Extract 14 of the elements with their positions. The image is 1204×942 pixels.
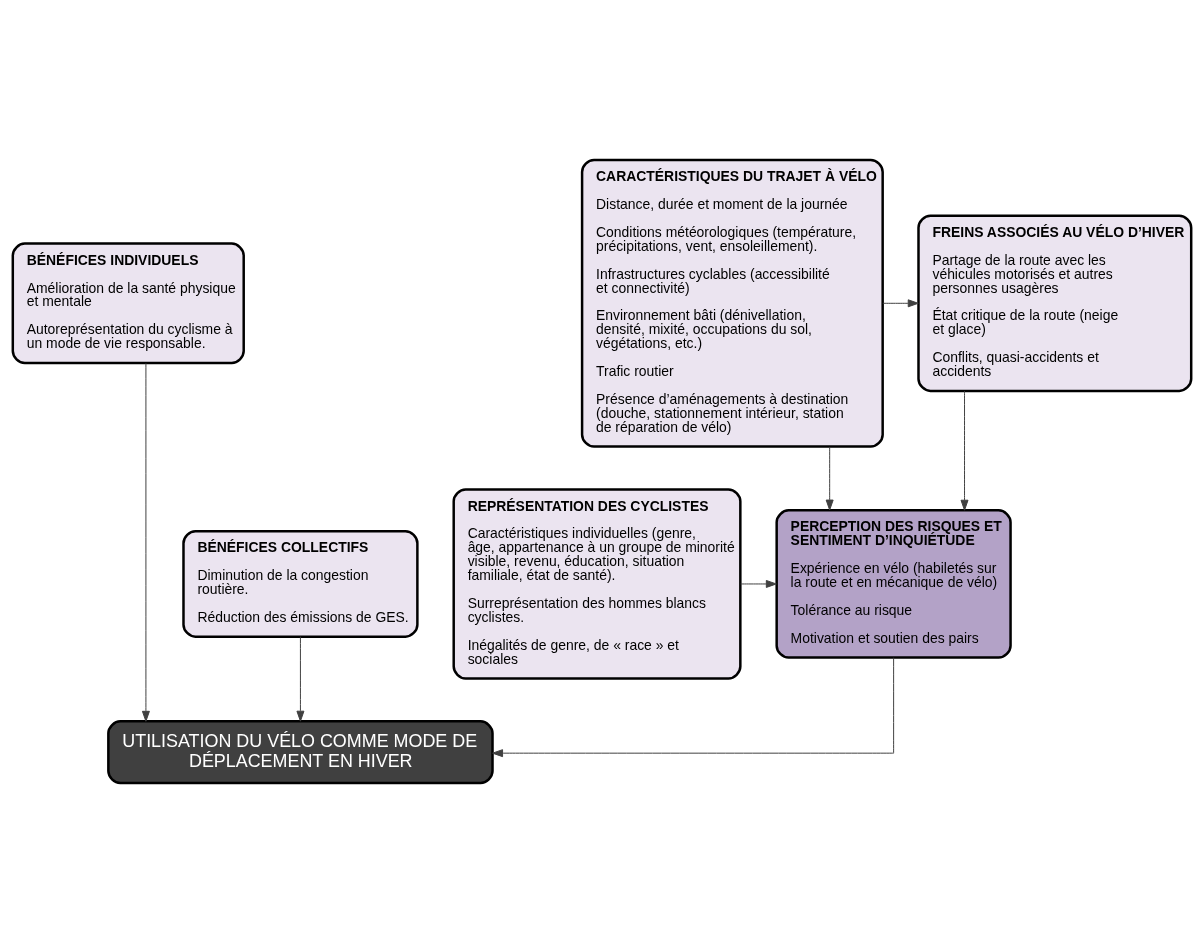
arrow [825,445,834,511]
arrow [740,579,777,588]
arrow [882,298,919,307]
node-box: FREINS ASSOCIÉS AU VÉLO D’HIVER Partage de la route avec les véhicules motorisés et autres personnes usagères État critique de la route (neige et glace) Conflits, quasi-accidents et accidents [917,213,1193,392]
node-box: CARACTÉRISTIQUES DU TRAJET À VÉLO Distance, durée et moment de la journée Conditions météorologiques (température, précipitations, vent, ensoleillement). Infrastructures cyclables (accessibilité et connectivité) Environnement bâti (dénivellation, densité, mixité, occupations du sol, végétations, etc.) Trafic routier Présence d’aménagements à destination (douche, stationnement intérieur, station de réparation de vélo) [580,158,884,448]
node-box: BÉNÉFICES INDIVIDUELS Amélioration de la santé physique et mentale Autoreprésentation du cyclisme à un mode de vie responsable. [11,241,245,364]
node-box: REPRÉSENTATION DES CYCLISTES Caractéristiques individuelles (genre, âge, appartenance à un groupe de minorité visible, revenu, éducation, situation familiale, état de santé). Surreprésentation des hommes blancs cyclistes. Inégalités de genre, de « race » et sociales [452,487,742,680]
arrow [296,635,305,722]
arrow [141,362,150,722]
arrow [960,389,969,511]
arrow [492,656,895,757]
node-box: UTILISATION DU VÉLO COMME MODE DE DÉPLACEMENT EN HIVER [107,719,494,784]
node-box: PERCEPTION DES RISQUES ET SENTIMENT D’INQUIÉTUDE Expérience en vélo (habiletés sur la route et en mécanique de vélo) Tolérance au risque Motivation et soutien des pairs [775,508,1012,659]
node-box: BÉNÉFICES COLLECTIFS Diminution de la congestion routière. Réduction des émissions de GES. [182,529,419,638]
